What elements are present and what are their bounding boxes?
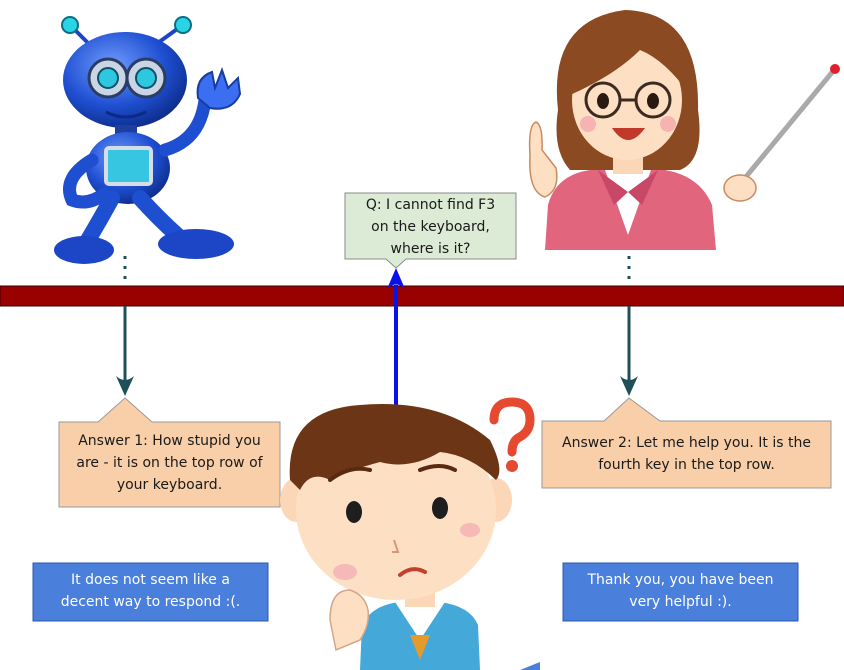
timeline-bar [0,285,844,307]
reply1-text: It does not seem like a decent way to re… [33,563,268,621]
answer1-line: Answer 1: How stupid you [78,433,261,449]
answer1-text: Answer 1: How stupid you are - it is on … [59,422,280,507]
question-line: on the keyboard, [371,219,490,235]
question-callout [344,192,517,269]
answer1-line: are - it is on the top row of [76,455,263,471]
partial-callout-tip [520,662,540,670]
question-line: where is it? [390,241,471,257]
answer2-line: fourth key in the top row. [598,457,775,473]
question-text: Q: I cannot find F3 on the keyboard, whe… [345,193,516,259]
answer1-callout [58,397,281,508]
question-line: Q: I cannot find F3 [365,197,496,213]
teacher-icon [528,10,840,250]
question-mark-icon [489,397,535,472]
answer1-arrow [116,306,134,396]
confused-boy-icon [280,404,512,670]
reply2-line: Thank you, you have been [587,572,774,588]
reply2-line: very helpful :). [629,594,732,610]
reply2-box [562,562,799,622]
robot-icon [54,16,242,264]
answer2-line: Answer 2: Let me help you. It is the [562,435,811,451]
reply1-line: It does not seem like a [71,572,230,588]
answer2-text: Answer 2: Let me help you. It is the fou… [542,421,831,488]
question-arrow [387,268,405,408]
answer2-arrow [620,306,638,396]
reply2-text: Thank you, you have been very helpful :)… [563,563,798,621]
reply1-box [32,562,269,622]
answer1-line: your keyboard. [116,477,223,493]
reply1-line: decent way to respond :(. [60,594,241,610]
answer2-callout [541,397,832,489]
